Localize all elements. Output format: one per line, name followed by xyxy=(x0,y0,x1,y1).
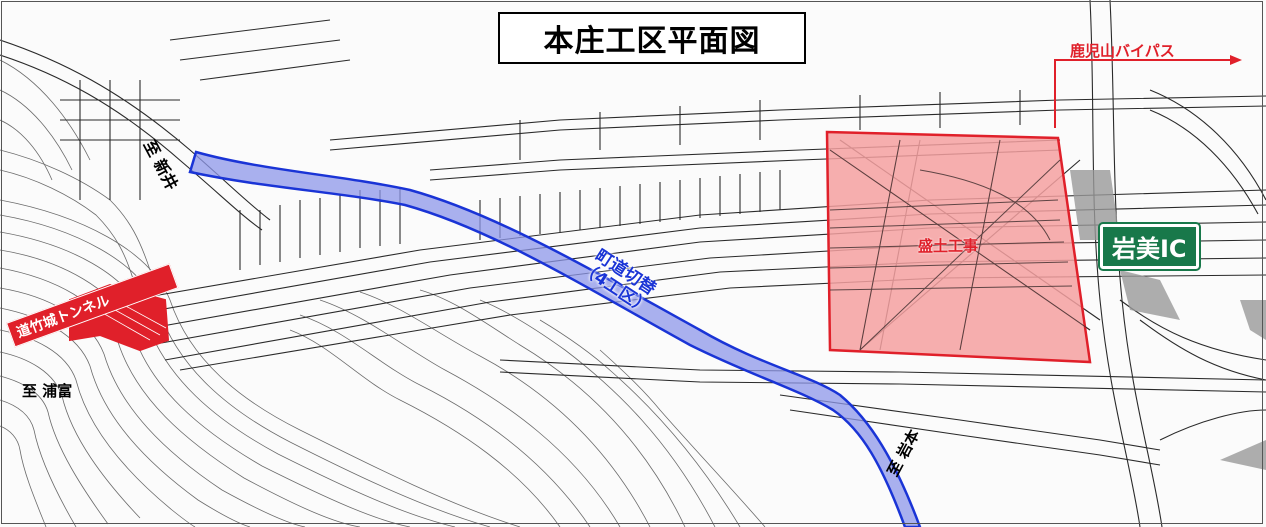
ic-badge: 岩美IC xyxy=(1100,224,1199,269)
embankment-label: 盛土工事 xyxy=(918,237,979,255)
embankment-area xyxy=(825,130,1092,364)
road-change-band xyxy=(188,150,922,527)
bypass-arrow xyxy=(1054,59,1230,128)
bypass-label: 鹿児山バイパス xyxy=(1070,42,1175,60)
embankment-linework xyxy=(829,139,1091,351)
terrain-contours xyxy=(0,59,766,527)
page-title: 本庄工区平面図 xyxy=(498,12,806,64)
direction-uradome-label: 至 浦富 xyxy=(22,382,73,400)
ramp-hatch xyxy=(1070,170,1266,470)
